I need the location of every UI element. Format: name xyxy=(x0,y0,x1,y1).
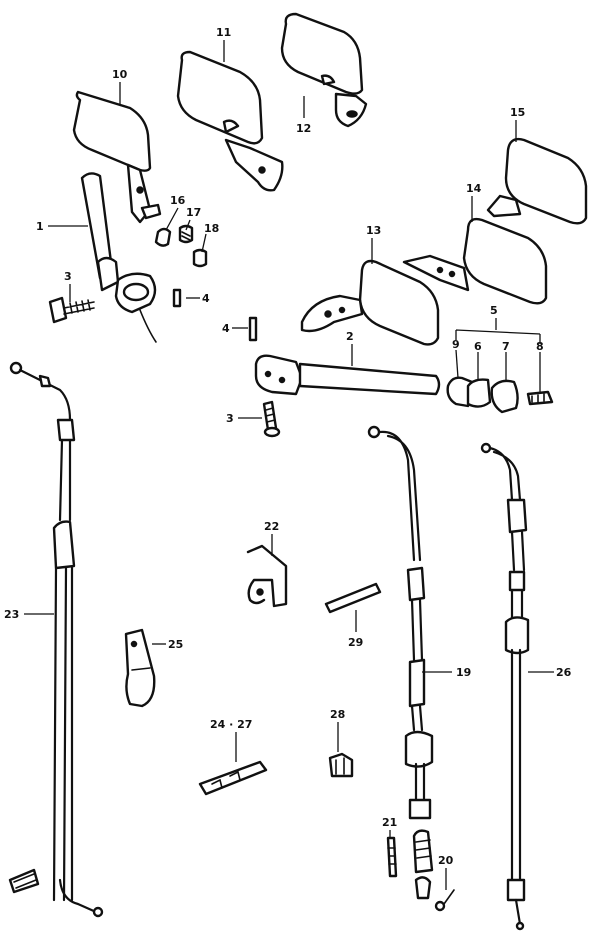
pin-4-top xyxy=(172,288,182,308)
cable-23 xyxy=(8,361,104,918)
label-part-9: 9 xyxy=(452,338,460,351)
grip-parts-5-9 xyxy=(446,329,554,414)
label-part-26: 26 xyxy=(556,666,572,679)
mirror-13 xyxy=(300,259,440,346)
mirror-stay-1 xyxy=(80,172,157,343)
part-number-labels: 10 11 12 15 14 13 16 17 18 1 3 4 4 5 2 9… xyxy=(4,26,572,867)
label-part-22: 22 xyxy=(264,520,279,533)
label-part-5: 5 xyxy=(490,304,498,317)
mirror-10 xyxy=(72,90,162,224)
label-part-1: 1 xyxy=(36,220,44,233)
mirror-15 xyxy=(486,137,588,225)
label-part-6: 6 xyxy=(474,340,482,353)
mirror-11 xyxy=(176,50,284,192)
label-part-14: 14 xyxy=(466,182,482,195)
clamp-25 xyxy=(124,628,156,708)
label-part-3-left: 3 xyxy=(64,270,72,283)
leader-lines xyxy=(24,40,554,890)
label-part-15: 15 xyxy=(510,106,525,119)
label-part-10: 10 xyxy=(112,68,128,81)
clamp-28 xyxy=(328,752,354,778)
label-part-2: 2 xyxy=(346,330,354,343)
hardware-16-17-18 xyxy=(154,224,208,268)
pin-4-mid xyxy=(248,316,258,342)
label-part-21: 21 xyxy=(382,816,397,829)
label-part-4-top: 4 xyxy=(202,292,210,305)
label-part-19: 19 xyxy=(456,666,471,679)
label-part-20: 20 xyxy=(438,854,454,867)
label-part-29: 29 xyxy=(348,636,363,649)
bolt-21 xyxy=(386,836,398,878)
label-part-12: 12 xyxy=(296,122,311,135)
label-part-17: 17 xyxy=(186,206,201,219)
label-part-7: 7 xyxy=(502,340,510,353)
label-part-4-mid: 4 xyxy=(222,322,230,335)
label-part-23: 23 xyxy=(4,608,19,621)
label-part-13: 13 xyxy=(366,224,381,237)
bolt-3-left xyxy=(48,296,95,324)
clip-24-27 xyxy=(198,760,268,796)
mirror-14 xyxy=(402,217,548,305)
label-part-8: 8 xyxy=(536,340,544,353)
bracket-22 xyxy=(246,544,288,608)
label-part-16: 16 xyxy=(170,194,186,207)
mirror-12 xyxy=(280,12,368,128)
label-part-11: 11 xyxy=(216,26,231,39)
label-part-28: 28 xyxy=(330,708,345,721)
label-part-25: 25 xyxy=(168,638,183,651)
throttle-grip-2 xyxy=(254,354,441,396)
label-part-18: 18 xyxy=(204,222,219,235)
label-part-3-mid: 3 xyxy=(226,412,234,425)
bolt-3-mid xyxy=(262,400,281,438)
pin-20 xyxy=(434,889,455,912)
cable-26 xyxy=(480,442,530,931)
cable-19 xyxy=(367,425,434,900)
label-part-24-27: 24 · 27 xyxy=(210,718,252,731)
cable-tie-29 xyxy=(324,582,382,614)
